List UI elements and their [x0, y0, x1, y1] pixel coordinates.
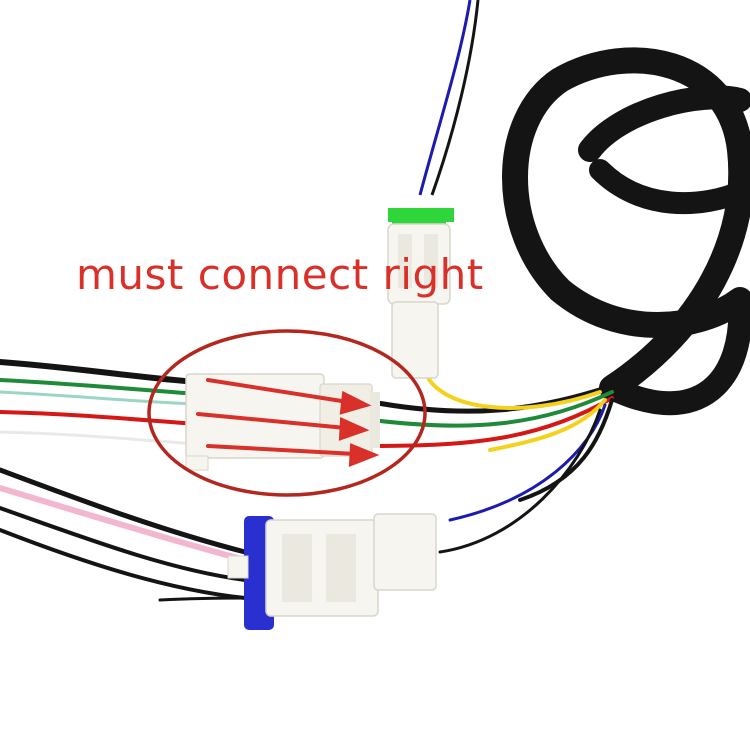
blue-clip-connector	[227, 513, 437, 630]
right-wire-bundle	[369, 370, 615, 554]
highlight-ellipse	[147, 329, 427, 497]
direction-arrows	[196, 378, 380, 467]
coiled-cable-sheath	[502, 47, 750, 416]
lower-wire-bundle	[0, 467, 252, 602]
green-clip-connector	[387, 208, 454, 379]
annotation-caption: must connect right	[76, 250, 484, 299]
top-signal-wires	[418, 0, 480, 196]
left-wire-bundle	[0, 359, 201, 446]
